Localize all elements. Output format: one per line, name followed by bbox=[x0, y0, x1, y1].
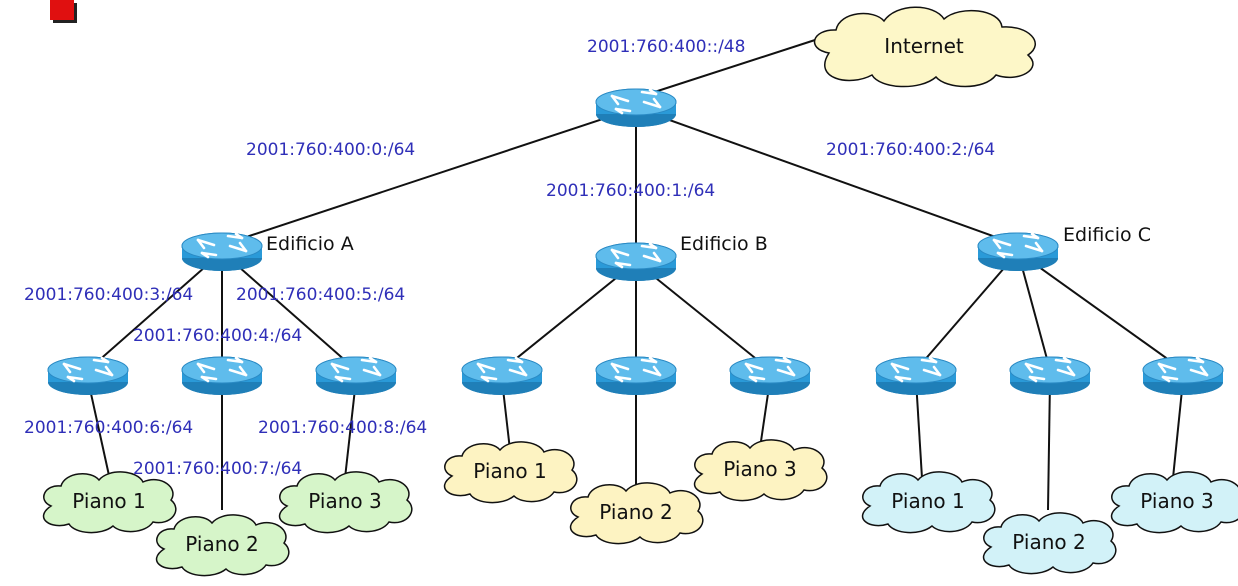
edificio-b-floor3-label: Piano 3 bbox=[723, 457, 796, 481]
edificio-b-name: Edificio B bbox=[680, 233, 768, 255]
edificio-c-floor3-label: Piano 3 bbox=[1140, 489, 1213, 513]
edificio-c-floor2-label: Piano 2 bbox=[1012, 530, 1085, 554]
internet-cloud: Internet bbox=[813, 6, 1036, 88]
edificio-c-floor1-cloud: Piano 1 bbox=[861, 471, 996, 534]
edificio-b-floor2-label: Piano 2 bbox=[599, 500, 672, 524]
links bbox=[87, 39, 1184, 511]
link-core-edificio-a bbox=[221, 107, 637, 246]
link-a-floor3 bbox=[221, 251, 357, 371]
subnet-label-6: 2001:760:400:6:/64 bbox=[24, 418, 193, 438]
link-c-floor1 bbox=[915, 251, 1019, 371]
subnet-label-8: 2001:760:400:8:/64 bbox=[258, 418, 427, 438]
edificio-b-floor1-cloud: Piano 1 bbox=[443, 441, 578, 504]
edificio-c-router-icon bbox=[976, 231, 1060, 273]
link-a-lan3 bbox=[344, 379, 357, 479]
edificio-a-floor3-label: Piano 3 bbox=[308, 489, 381, 513]
edificio-a-floor3-cloud: Piano 3 bbox=[278, 471, 413, 534]
link-core-edificio-c bbox=[635, 107, 1019, 246]
link-c-floor2 bbox=[1017, 251, 1051, 371]
link-a-lan1 bbox=[87, 379, 111, 481]
subnet-labels: 2001:760:400::/48 2001:760:400:0:/64 200… bbox=[24, 37, 995, 479]
link-core-internet bbox=[635, 39, 816, 99]
edificio-b-floor3-router-icon bbox=[728, 355, 812, 397]
link-b-floor1 bbox=[501, 261, 637, 371]
subnet-label-2: 2001:760:400:2:/64 bbox=[826, 140, 995, 160]
link-c-lan3 bbox=[1172, 379, 1184, 479]
edificio-c-name: Edificio C bbox=[1063, 224, 1151, 246]
edificio-c-floor2-router-icon bbox=[1008, 355, 1092, 397]
subnet-label-4: 2001:760:400:4:/64 bbox=[133, 326, 302, 346]
subnet-label-1: 2001:760:400:1:/64 bbox=[546, 181, 715, 201]
edificio-c-floor1-label: Piano 1 bbox=[891, 489, 964, 513]
edificio-b-floor1-router-icon bbox=[460, 355, 544, 397]
edificio-a-floor1-label: Piano 1 bbox=[72, 489, 145, 513]
edificio-a-floor2-label: Piano 2 bbox=[185, 532, 258, 556]
link-b-floor3 bbox=[635, 261, 771, 371]
link-c-floor3 bbox=[1017, 251, 1184, 371]
edificio-c-floor2-cloud: Piano 2 bbox=[982, 512, 1117, 575]
subnet-label-3: 2001:760:400:3:/64 bbox=[24, 285, 193, 305]
edificio-b-router-icon bbox=[594, 241, 678, 283]
core-router-icon bbox=[594, 87, 678, 129]
internet-prefix-label: 2001:760:400::/48 bbox=[587, 37, 745, 57]
edificio-a-floor1-cloud: Piano 1 bbox=[42, 471, 177, 534]
edificio-b-floor2-router-icon bbox=[594, 355, 678, 397]
building-names: Edificio A Edificio B Edificio C bbox=[266, 224, 1151, 255]
edificio-c-floor3-cloud: Piano 3 bbox=[1110, 471, 1238, 534]
edificio-c-floor3-router-icon bbox=[1141, 355, 1225, 397]
edificio-a-router-icon bbox=[180, 231, 264, 273]
red-corner-marker bbox=[50, 0, 74, 20]
subnet-label-5: 2001:760:400:5:/64 bbox=[236, 285, 405, 305]
edificio-c-floor1-router-icon bbox=[874, 355, 958, 397]
edificio-b-floor2-cloud: Piano 2 bbox=[569, 482, 704, 545]
edificio-a-floor2-cloud: Piano 2 bbox=[155, 514, 290, 577]
subnet-label-7: 2001:760:400:7:/64 bbox=[133, 459, 302, 479]
link-a-floor1 bbox=[87, 251, 223, 371]
internet-label: Internet bbox=[884, 34, 964, 58]
edificio-b-floor1-label: Piano 1 bbox=[473, 459, 546, 483]
clouds: Internet Piano 1 Piano 2 Piano 3 Piano 1… bbox=[42, 6, 1238, 577]
edificio-a-floor3-router-icon bbox=[314, 355, 398, 397]
edificio-a-floor2-router-icon bbox=[180, 355, 264, 397]
edificio-a-floor1-router-icon bbox=[46, 355, 130, 397]
edificio-b-floor3-cloud: Piano 3 bbox=[693, 439, 828, 502]
edificio-a-name: Edificio A bbox=[266, 233, 354, 255]
link-c-lan1 bbox=[915, 379, 923, 479]
subnet-label-0: 2001:760:400:0:/64 bbox=[246, 140, 415, 160]
link-c-lan2 bbox=[1047, 379, 1051, 511]
